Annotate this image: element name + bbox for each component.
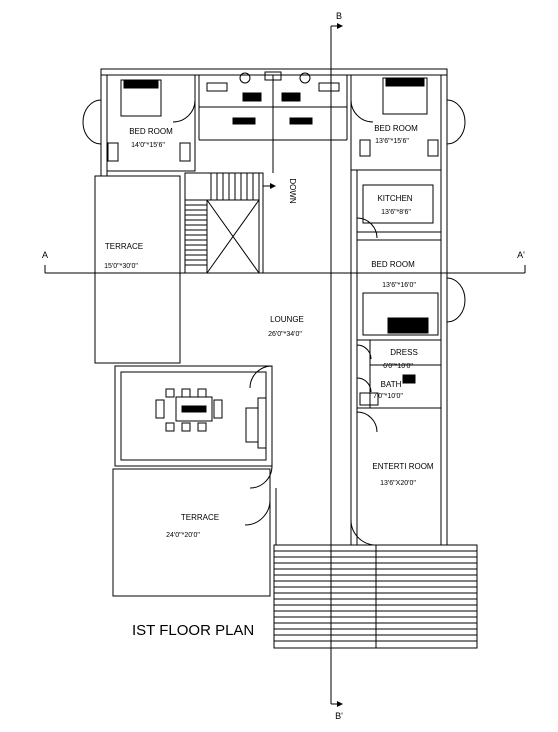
bed-room-left-size: 14'0"*15'6" — [131, 142, 165, 149]
lounge-size: 26'0"*34'0" — [268, 331, 302, 338]
lounge-name: LOUNGE — [270, 315, 304, 324]
dress-name: DRESS — [390, 348, 418, 357]
section-mark-a: A — [42, 250, 48, 260]
stair-down-label: DOWN — [288, 178, 297, 204]
entrance-steps — [273, 544, 478, 649]
bed-room-right-name: BED ROOM — [374, 124, 418, 133]
dress-size: 6'0"*10'0" — [383, 363, 413, 370]
lounge-and-dining — [112, 140, 277, 597]
top-rooms — [82, 71, 466, 323]
kitchen-name: KITCHEN — [377, 194, 412, 203]
bed-room-mid-size: 13'6"*16'0" — [382, 282, 416, 289]
terrace-left — [94, 175, 181, 364]
bed-room-left-name: BED ROOM — [129, 127, 173, 136]
staircase — [184, 172, 276, 274]
bath-size: 7'0"*10'0" — [373, 393, 403, 400]
enterti-room-name: ENTERTI ROOM — [372, 462, 434, 471]
section-mark-a-prime: A' — [517, 250, 525, 260]
section-lines — [44, 23, 526, 707]
bath-name: BATH — [381, 380, 402, 389]
section-mark-b: B — [336, 11, 342, 21]
terrace-bottom-name: TERRACE — [181, 513, 219, 522]
enterti-room-size: 13'6"X20'0" — [380, 480, 416, 487]
terrace-bottom-size: 24'0"*20'0" — [166, 532, 200, 539]
right-rooms — [350, 170, 441, 546]
terrace-left-name: TERRACE — [105, 242, 143, 251]
terrace-left-size: 15'0"*30'0" — [104, 263, 138, 270]
section-mark-b-prime: B' — [335, 711, 343, 721]
plan-title: IST FLOOR PLAN — [132, 622, 254, 639]
bed-room-right-size: 13'6"*15'6" — [375, 138, 409, 145]
kitchen-size: 13'6"*8'6" — [381, 209, 411, 216]
bed-room-mid-name: BED ROOM — [371, 260, 415, 269]
